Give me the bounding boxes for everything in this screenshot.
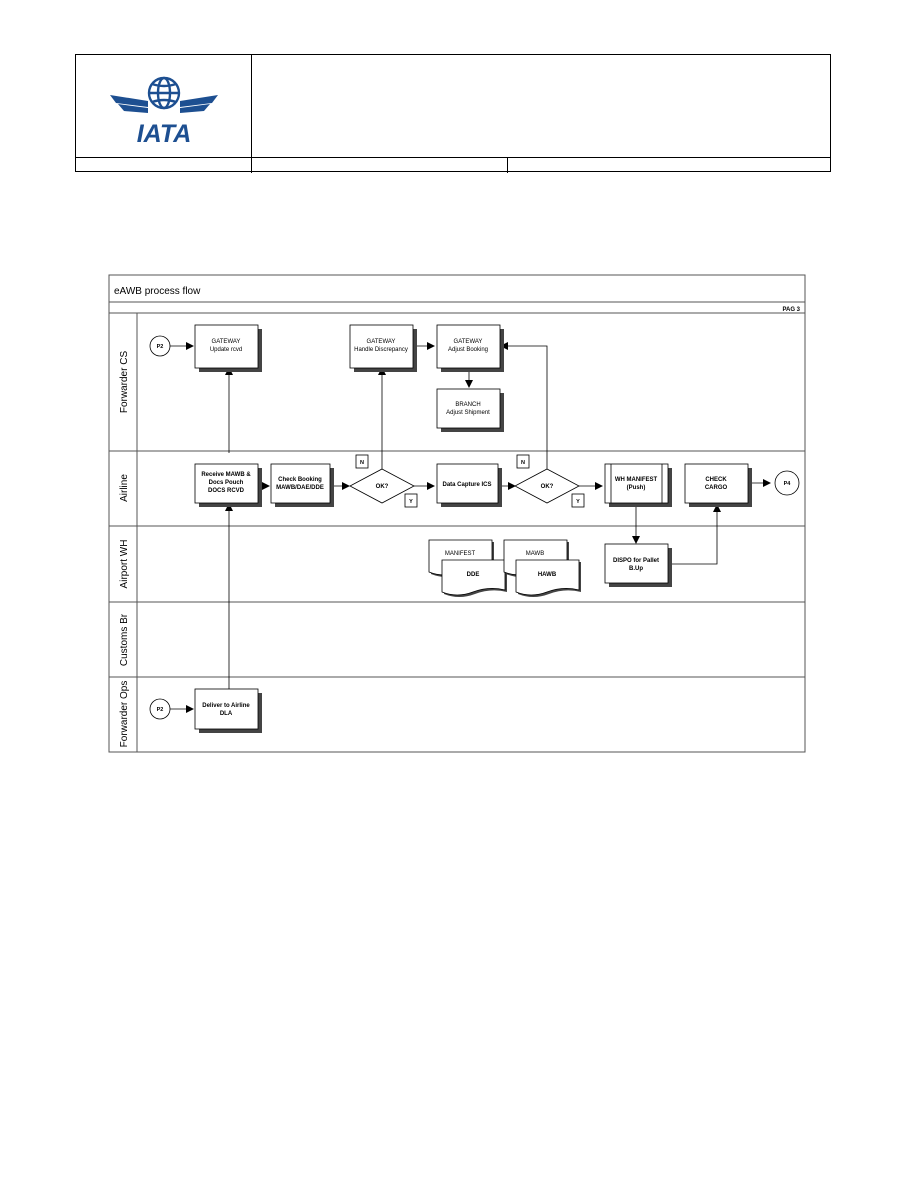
box-wh-manifest-line1: WH MANIFEST: [615, 477, 658, 483]
box-dispo-line2: B.Up: [629, 566, 643, 572]
box-receive-mawb: Receive MAWB & Docs Pouch DOCS RCVD: [194, 463, 260, 505]
flag-n-2: N: [516, 454, 530, 469]
box-receive-mawb-line2: Docs Pouch: [209, 480, 244, 486]
box-deliver-line1: Deliver to Airline: [202, 703, 250, 709]
box-gateway-adjust-line1: GATEWAY: [454, 339, 483, 345]
document-dde: DDE: [441, 559, 507, 597]
connector-p4: P4: [774, 470, 800, 496]
decision-ok-2: OK?: [514, 468, 580, 504]
document-hawb: HAWB: [515, 559, 581, 597]
arrow-dispo-to-check-cargo: [668, 504, 721, 565]
connector-p2-top-label: P2: [157, 344, 164, 350]
lane-label-forwarder-cs: Forwarder CS: [119, 351, 130, 414]
box-data-capture: Data Capture ICS: [436, 463, 500, 505]
connector-p2-bottom: P2: [149, 698, 171, 720]
box-gateway-discrepancy-line1: GATEWAY: [367, 339, 396, 345]
connector-p4-label: P4: [784, 481, 792, 487]
document-hawb-label: HAWB: [538, 572, 557, 578]
logo-cell: IATA: [76, 55, 252, 157]
lane-label-airline: Airline: [119, 474, 130, 502]
box-check-cargo-line1: CHECK: [705, 477, 727, 483]
box-receive-mawb-line3: DOCS RCVD: [208, 488, 245, 494]
header-row-2: [76, 157, 830, 173]
document-manifest-label: MANIFEST: [445, 551, 476, 557]
logo-wordmark: IATA: [137, 120, 192, 145]
document-header: IATA: [75, 54, 831, 173]
box-wh-manifest: WH MANIFEST (Push): [604, 463, 670, 505]
header-row2-cell-1: [76, 158, 252, 173]
box-check-cargo: CHECK CARGO: [684, 463, 750, 505]
box-gateway-update-line1: GATEWAY: [212, 339, 241, 345]
flag-n-1-label: N: [360, 460, 364, 466]
box-dispo: DISPO for Pallet B.Up: [604, 543, 670, 585]
box-gateway-discrepancy: GATEWAY Handle Discrepancy: [349, 324, 415, 370]
decision-ok-1: OK?: [349, 468, 415, 504]
lane-label-airport-wh: Airport WH: [119, 540, 130, 589]
document-mawb-label: MAWB: [526, 551, 544, 557]
page-ref: PAG 3: [782, 307, 800, 313]
box-deliver-line2: DLA: [220, 711, 233, 717]
connector-p2-top: P2: [149, 335, 171, 357]
flag-y-1-label: Y: [409, 499, 413, 505]
flag-n-2-label: N: [521, 460, 525, 466]
box-branch-adjust-line2: Adjust Shipment: [446, 410, 490, 416]
box-gateway-update: GATEWAY Update rcvd: [194, 324, 260, 370]
box-gateway-update-line2: Update rcvd: [210, 347, 242, 353]
decision-ok-1-label: OK?: [376, 484, 389, 490]
box-check-booking: Check Booking MAWB/DAE/DDE: [270, 463, 332, 505]
decision-ok-2-label: OK?: [541, 484, 554, 490]
flag-y-2-label: Y: [576, 499, 580, 505]
connector-p2-bottom-label: P2: [157, 707, 164, 713]
arrow-ok2-no-to-adjust: [500, 342, 548, 470]
box-check-booking-line2: MAWB/DAE/DDE: [276, 485, 324, 491]
flag-y-2: Y: [571, 493, 585, 508]
box-check-booking-line1: Check Booking: [278, 477, 322, 483]
box-branch-adjust: BRANCH Adjust Shipment: [436, 388, 502, 430]
diagram-title: eAWB process flow: [114, 286, 201, 297]
document-dde-label: DDE: [467, 572, 480, 578]
box-gateway-adjust: GATEWAY Adjust Booking: [436, 324, 502, 370]
iata-logo: IATA: [110, 76, 218, 145]
lane-label-forwarder-ops: Forwarder Ops: [119, 681, 130, 748]
box-deliver: Deliver to Airline DLA: [194, 688, 260, 731]
lane-label-customs-br: Customs Br: [119, 613, 130, 666]
flag-y-1: Y: [404, 493, 418, 508]
box-dispo-line1: DISPO for Pallet: [613, 558, 659, 564]
header-row2-cell-2: [252, 158, 508, 173]
box-data-capture-line1: Data Capture ICS: [442, 482, 491, 488]
box-wh-manifest-line2: (Push): [627, 485, 646, 491]
flag-n-1: N: [355, 454, 369, 469]
box-branch-adjust-line1: BRANCH: [455, 402, 480, 408]
box-receive-mawb-line1: Receive MAWB &: [201, 472, 251, 478]
box-check-cargo-line2: CARGO: [705, 485, 728, 491]
box-gateway-adjust-line2: Adjust Booking: [448, 347, 488, 353]
box-gateway-discrepancy-line2: Handle Discrepancy: [354, 347, 408, 353]
